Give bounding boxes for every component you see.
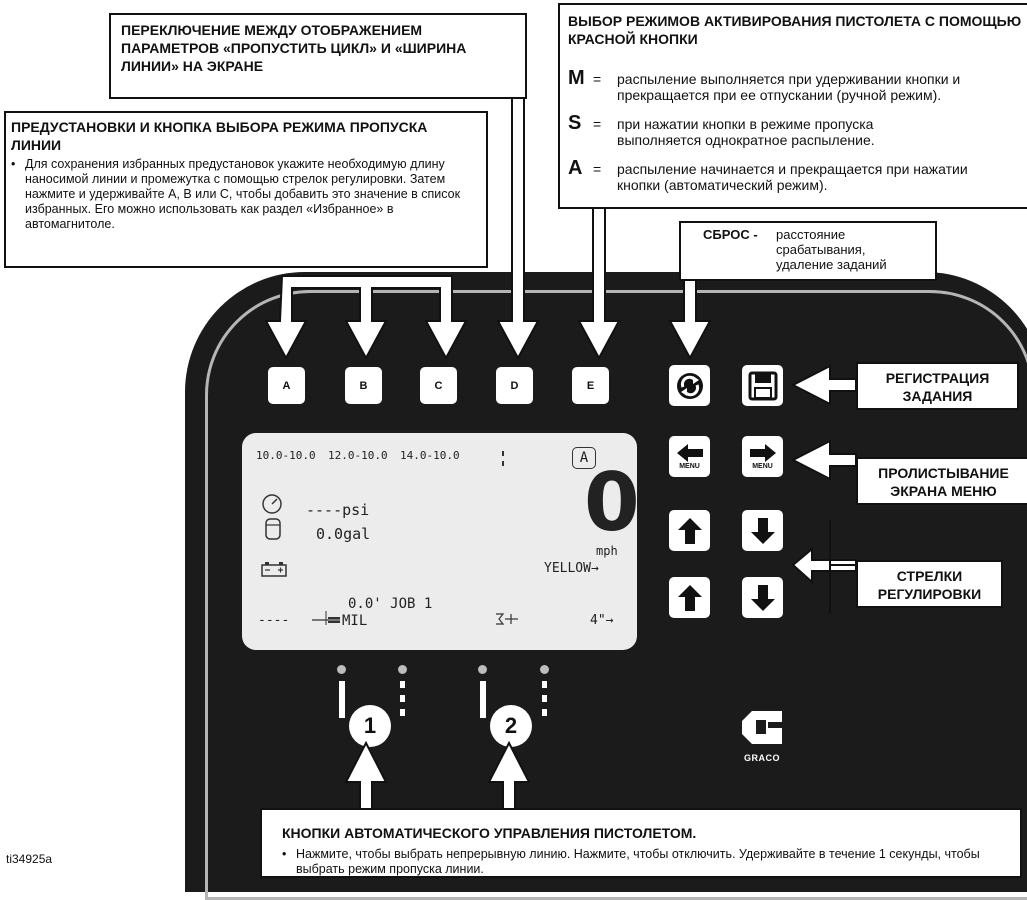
speed-unit: mph [596, 544, 618, 558]
indicator-dot [337, 665, 346, 674]
tank-icon [265, 518, 281, 540]
mode-s-key: S [568, 112, 582, 134]
width-value: 4"→ [590, 613, 614, 628]
graco-logo: GRACO [738, 708, 786, 764]
arrow-up-icon [677, 584, 702, 611]
auto-gun-callout: КНОПКИ АВТОМАТИЧЕСКОГО УПРАВЛЕНИЯ ПИСТОЛ… [260, 808, 1022, 878]
auto-gun-button-1[interactable]: 1 [349, 705, 391, 747]
skip-line-symbol [542, 695, 547, 702]
mil-value: MIL [342, 613, 368, 629]
lcd-screen: 10.0-10.0 12.0-10.0 14.0-10.0 A 0 mph --… [242, 433, 640, 650]
reset-button[interactable] [669, 365, 710, 406]
speed-value: 0 [584, 456, 640, 549]
figure-id: ti34925a [6, 852, 53, 866]
job-log-button[interactable] [742, 365, 783, 406]
floppy-disk-icon [748, 371, 777, 400]
arrow-down-icon [750, 584, 775, 611]
mode-m-key: M [568, 67, 585, 89]
mode-a-key: A [568, 157, 583, 179]
auto-gun-button-2[interactable]: 2 [490, 705, 532, 747]
equals-sign: = [593, 161, 602, 177]
mil-dash: ---- [258, 613, 290, 628]
indicator-dot [398, 665, 407, 674]
callout-title: ПРЕДУСТАНОВКИ И КНОПКА ВЫБОРА РЕЖИМА ПРО… [11, 119, 428, 153]
key-a[interactable]: A [268, 367, 305, 404]
reset-icon [676, 372, 703, 399]
skip-line-symbol [400, 681, 405, 688]
preset-c-value: 14.0-10.0 [400, 449, 460, 462]
callout-title: ВЫБОР РЕЖИМОВ АКТИВИРОВАНИЯ ПИСТОЛЕТА С … [568, 13, 1022, 47]
skip-line-symbol [400, 695, 405, 702]
battery-icon [261, 562, 287, 577]
skip-indicator [502, 461, 504, 466]
adjust-down-button-1[interactable] [742, 510, 783, 551]
preset-a-value: 10.0-10.0 [256, 449, 316, 462]
adjust-arrows-label: СТРЕЛКИ РЕГУЛИРОВКИ [856, 560, 1003, 608]
skip-line-symbol [542, 709, 547, 716]
arrow-left-icon [676, 443, 703, 462]
skip-indicator [502, 451, 504, 456]
arrow-right-icon [749, 443, 776, 462]
paint-color-value: YELLOW→ [544, 561, 599, 576]
connector-arrows [264, 79, 857, 811]
graco-logo-icon [742, 711, 782, 744]
solid-line-symbol [480, 681, 486, 718]
equals-sign: = [593, 116, 602, 132]
mode-a-text: распыление начинается и прекращается при… [617, 161, 968, 193]
pressure-gauge-icon [262, 494, 282, 514]
adjust-up-button-1[interactable] [669, 510, 710, 551]
callout-title: КНОПКИ АВТОМАТИЧЕСКОГО УПРАВЛЕНИЯ ПИСТОЛ… [282, 825, 697, 841]
skip-line-symbol [542, 681, 547, 688]
toggle-display-callout: ПЕРЕКЛЮЧЕНИЕ МЕЖДУ ОТОБРАЖЕНИЕМ ПАРАМЕТР… [109, 13, 527, 99]
menu-label: MENU [679, 462, 700, 470]
key-e[interactable]: E [572, 367, 609, 404]
key-c[interactable]: C [420, 367, 457, 404]
skip-line-symbol [400, 709, 405, 716]
preset-b-value: 12.0-10.0 [328, 449, 388, 462]
presets-callout: ПРЕДУСТАНОВКИ И КНОПКА ВЫБОРА РЕЖИМА ПРО… [4, 111, 488, 268]
adjust-down-button-2[interactable] [742, 577, 783, 618]
adjust-up-button-2[interactable] [669, 577, 710, 618]
arrow-up-icon [677, 517, 702, 544]
line-width-icon [312, 611, 340, 625]
indicator-dot [540, 665, 549, 674]
arrow-down-icon [750, 517, 775, 544]
gun-mode-indicator: A [572, 447, 596, 469]
callout-bullet: Нажмите, чтобы выбрать непрерывную линию… [282, 847, 996, 877]
menu-right-button[interactable]: MENU [742, 436, 783, 477]
callout-bullet: Для сохранения избранных предустановок у… [11, 157, 465, 232]
mode-s-text: при нажатии кнопки в режиме пропуска вып… [617, 116, 875, 148]
sum-skip-icon [496, 613, 518, 625]
indicator-dot [478, 665, 487, 674]
job-log-label: РЕГИСТРАЦИЯ ЗАДАНИЯ [856, 362, 1019, 410]
mode-m-text: распыление выполняется при удерживании к… [617, 71, 961, 103]
reset-label: СБРОС - [703, 227, 758, 242]
key-d[interactable]: D [496, 367, 533, 404]
reset-callout: СБРОС - расстояние срабатывания, удалени… [679, 221, 937, 281]
menu-label: MENU [752, 462, 773, 470]
volume-value: 0.0gal [316, 525, 371, 543]
solid-line-symbol [339, 681, 345, 718]
menu-scroll-label: ПРОЛИСТЫВАНИЕ ЭКРАНА МЕНЮ [856, 457, 1027, 505]
gun-modes-callout: ВЫБОР РЕЖИМОВ АКТИВИРОВАНИЯ ПИСТОЛЕТА С … [558, 3, 1027, 209]
key-b[interactable]: B [345, 367, 382, 404]
equals-sign: = [593, 71, 602, 87]
menu-left-button[interactable]: MENU [669, 436, 710, 477]
callout-title: ПЕРЕКЛЮЧЕНИЕ МЕЖДУ ОТОБРАЖЕНИЕМ ПАРАМЕТР… [121, 22, 467, 74]
brand-name: GRACO [744, 753, 780, 763]
pressure-value: ----psi [306, 501, 370, 519]
reset-text: расстояние срабатывания, удаление задани… [776, 227, 887, 272]
distance-job-value: 0.0' JOB 1 [348, 596, 433, 612]
